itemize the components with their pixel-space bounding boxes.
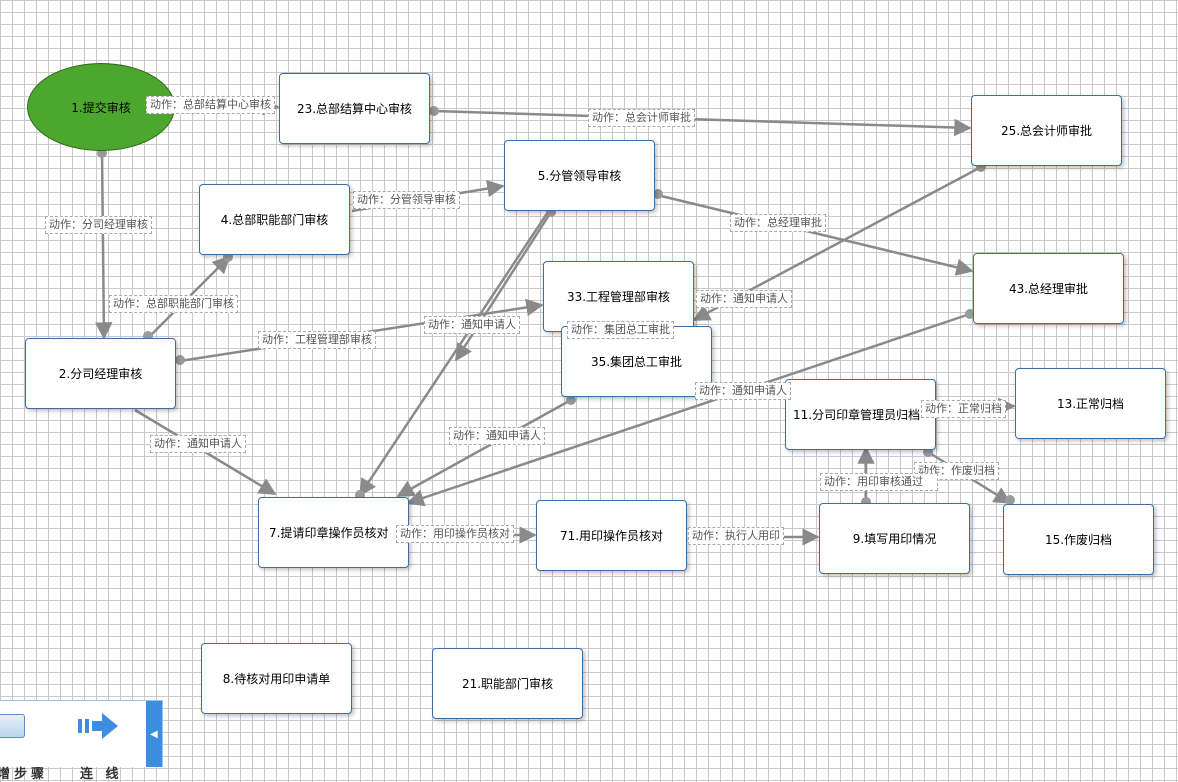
anchor-dot[interactable] — [1005, 495, 1015, 505]
anchor-dot[interactable] — [566, 395, 576, 405]
anchor-dot[interactable] — [97, 148, 107, 158]
tool-palette: 新增步骤 连 线 ◀ — [0, 700, 163, 782]
edge-label[interactable]: 动作：总部结算中心审核 — [146, 96, 275, 114]
edge-23-25[interactable] — [433, 109, 972, 137]
edge-label[interactable]: 动作：总部职能部门审核 — [109, 295, 238, 313]
edge-5-43[interactable] — [656, 193, 974, 276]
edge-label[interactable]: 动作：集团总工审批 — [567, 321, 674, 339]
node-21[interactable]: 21.职能部门审核 — [432, 648, 583, 719]
anchor-dot[interactable] — [143, 331, 153, 341]
chevron-left-icon: ◀ — [150, 729, 158, 740]
edge-label[interactable]: 动作：分管领导审核 — [353, 191, 460, 209]
edge-label[interactable]: 动作：执行人用印 — [688, 527, 784, 545]
connect-tool[interactable]: 连 线 — [72, 711, 132, 782]
anchor-dot[interactable] — [976, 162, 986, 172]
node-35[interactable]: 35.集团总工审批 — [561, 326, 712, 397]
node-5[interactable]: 5.分管领导审核 — [504, 140, 655, 211]
node-7[interactable]: 7.提请印章操作员核对 — [258, 497, 409, 568]
edge-notify-7a[interactable] — [358, 211, 550, 497]
node-71[interactable]: 71.用印操作员核对 — [536, 500, 687, 571]
anchor-dot[interactable] — [923, 447, 933, 457]
edge-label[interactable]: 动作：正常归档 — [921, 400, 1006, 418]
rectangle-icon — [0, 714, 25, 738]
node-23[interactable]: 23.总部结算中心审核 — [279, 73, 430, 144]
edge-label[interactable]: 动作：通知申请人 — [695, 382, 791, 400]
node-13[interactable]: 13.正常归档 — [1015, 368, 1166, 439]
edge-label[interactable]: 动作：通知申请人 — [449, 427, 545, 445]
node-33[interactable]: 33.工程管理部审核 — [543, 261, 694, 332]
anchor-dot[interactable] — [355, 490, 365, 500]
node-9[interactable]: 9.填写用印情况 — [819, 503, 970, 574]
node-43[interactable]: 43.总经理审批 — [973, 253, 1124, 324]
node-2[interactable]: 2.分司经理审核 — [25, 338, 176, 409]
anchor-dot[interactable] — [965, 309, 975, 319]
add-step-tool[interactable]: 新增步骤 — [0, 711, 44, 782]
edge-label[interactable]: 动作：分司经理审核 — [45, 216, 152, 234]
node-4[interactable]: 4.总部职能部门审核 — [199, 184, 350, 255]
edge-1-2[interactable] — [95, 151, 113, 340]
edge-35-7[interactable] — [396, 398, 572, 498]
edge-label[interactable]: 动作：通知申请人 — [150, 435, 246, 453]
anchor-dot[interactable] — [429, 106, 439, 116]
edge-label[interactable]: 动作：用印操作员核对 — [396, 525, 514, 543]
edge-5-2[interactable] — [454, 211, 553, 362]
edge-43-7[interactable] — [406, 312, 971, 507]
anchor-dot[interactable] — [546, 207, 556, 217]
node-8[interactable]: 8.待核对用印申请单 — [201, 643, 352, 714]
anchor-dot[interactable] — [861, 497, 871, 507]
edge-label[interactable]: 动作：通知申请人 — [424, 316, 520, 334]
collapse-toolbar-button[interactable]: ◀ — [146, 701, 162, 767]
edge-label[interactable]: 动作：总经理审批 — [730, 214, 826, 232]
edge-label[interactable]: 动作：通知申请人 — [696, 290, 792, 308]
node-11[interactable]: 11.分司印章管理员归档 — [785, 379, 936, 450]
node-15[interactable]: 15.作废归档 — [1003, 504, 1154, 575]
edge-label[interactable]: 动作：用印审核通过 — [820, 473, 938, 491]
node-25[interactable]: 25.总会计师审批 — [971, 95, 1122, 166]
arrow-right-icon — [78, 713, 118, 739]
anchor-dot[interactable] — [223, 252, 233, 262]
anchor-dot[interactable] — [653, 189, 663, 199]
anchor-dot[interactable] — [175, 355, 185, 365]
edge-label[interactable]: 动作：总会计师审批 — [588, 109, 695, 127]
edge-label[interactable]: 动作：工程管理部审核 — [258, 331, 376, 349]
